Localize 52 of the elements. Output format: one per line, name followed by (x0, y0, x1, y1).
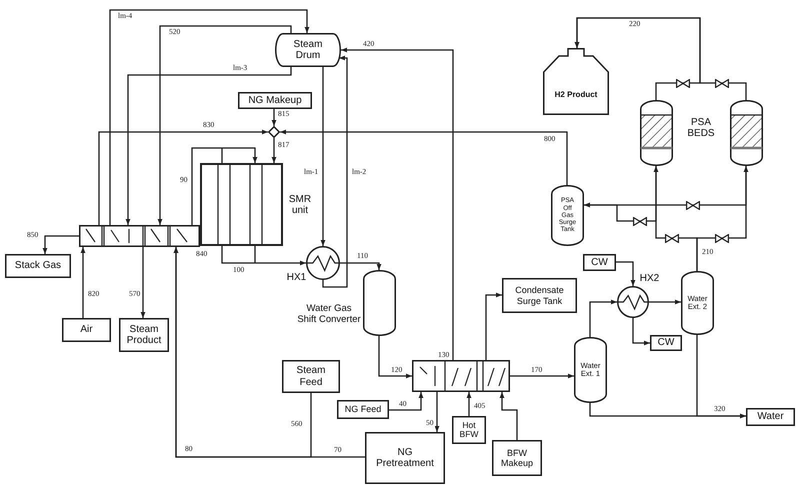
equipment-label: Water Gas Shift Converter (297, 303, 361, 325)
flow-arrow (389, 392, 424, 411)
flow-arrow (80, 247, 86, 318)
flow-arrow (589, 300, 617, 337)
flow-arrow (98, 130, 268, 225)
flow-arrow (320, 67, 326, 246)
flow-arrow (158, 25, 292, 225)
equipment-label: Steam Drum (294, 38, 322, 61)
flow-arrow (584, 166, 747, 208)
flow-arrow (510, 374, 574, 378)
flow-arrow (696, 166, 748, 271)
flow-arrow (126, 67, 292, 225)
flow-arrow (466, 392, 472, 416)
flow-arrow (616, 261, 636, 286)
unit-label: PSA BEDS (687, 117, 715, 140)
flow-arrow (434, 392, 440, 432)
equipment-label: Condensate Surge Tank (515, 285, 564, 306)
equipment-label: NG Makeup (248, 94, 302, 106)
flow-arrow (696, 335, 746, 418)
flow-arrow (42, 235, 79, 254)
flow-arrow (174, 247, 312, 458)
flow-arrow (272, 109, 276, 126)
flow-arrow (109, 9, 310, 225)
flow-arrow (322, 56, 348, 288)
equipment-label: BFW Makeup (500, 448, 534, 468)
equipment-label: H2 Product (554, 90, 598, 99)
flow-arrow (280, 130, 568, 185)
equipment-label: CW (591, 256, 608, 268)
equipment-label: Air (80, 324, 93, 336)
equipment-label: Water (757, 411, 784, 422)
flow-arrow (632, 318, 650, 346)
equipment-label: Steam Product (126, 324, 162, 346)
equipment-label: NG Feed (344, 404, 382, 414)
equipment-label: Stack Gas (14, 260, 62, 272)
equipment-label: HX2 (640, 272, 660, 284)
equipment-label: Steam Feed (296, 365, 326, 388)
flow-arrow (140, 247, 146, 318)
flow-arrow (272, 138, 276, 163)
equipment-label: SMR unit (288, 194, 312, 216)
flow-arrow (500, 392, 518, 440)
flow-arrow (574, 17, 747, 100)
equipment-label: HX1 (286, 272, 306, 283)
equipment-label: Hot BFW (460, 420, 478, 439)
flow-arrow (649, 300, 681, 304)
flow-arrow (340, 262, 382, 270)
flow-arrow (341, 48, 454, 360)
flow-arrow (191, 147, 258, 226)
flow-arrow (221, 245, 307, 266)
flow-arrow (485, 292, 502, 360)
equipment-label: CW (658, 337, 674, 348)
flow-arrow (378, 336, 412, 378)
equipment-label: NG Pretreatment (376, 446, 434, 469)
